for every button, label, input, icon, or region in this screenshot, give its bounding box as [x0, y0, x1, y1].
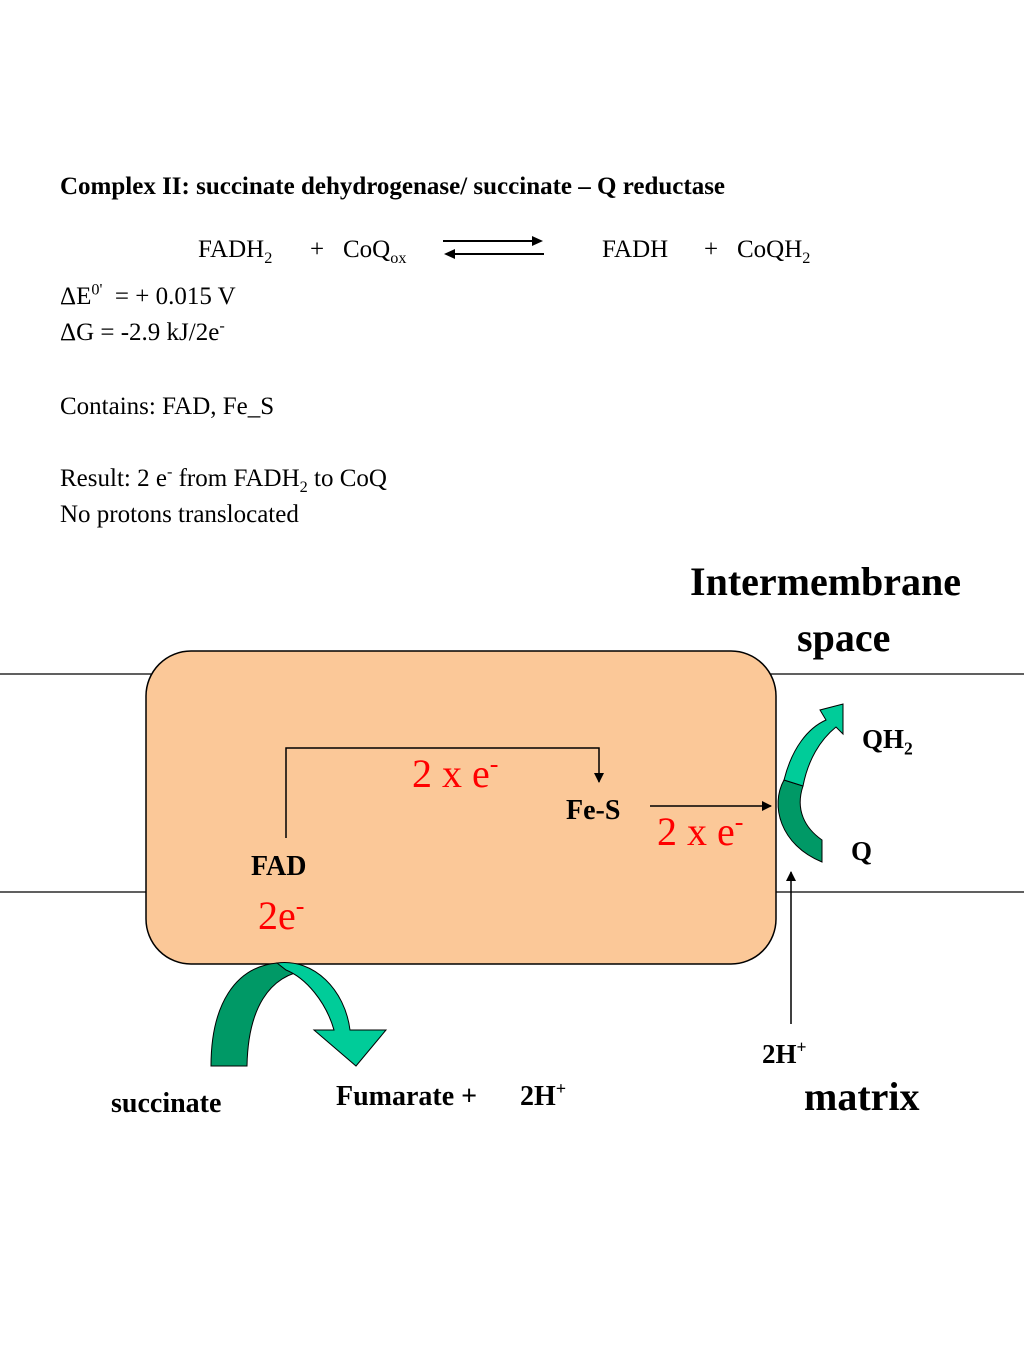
equilibrium-arrows: [443, 236, 544, 259]
page-title: Complex II: succinate dehydrogenase/ suc…: [60, 173, 726, 200]
intermembrane-label: Intermembrane: [690, 559, 962, 604]
electrons-right-label: 2 x e-: [657, 807, 744, 854]
reaction-plus-left: +: [310, 236, 325, 263]
space-label: space: [797, 615, 891, 660]
reaction-plus-right: +: [704, 236, 719, 263]
fes-label: Fe-S: [566, 795, 621, 826]
result-line: Result: 2 e- from FADH2 to CoQ: [60, 462, 387, 496]
matrix-label: matrix: [804, 1074, 920, 1119]
two-e-label: 2e-: [258, 891, 305, 938]
reaction-left-fadh2: FADH2: [198, 236, 273, 267]
fad-to-fes-arrow: [285, 747, 604, 838]
no-protons-line: No protons translocated: [60, 501, 299, 528]
fumarate-protons-label: 2H+: [520, 1078, 567, 1112]
fumarate-label: Fumarate +: [336, 1081, 478, 1112]
succinate-to-fumarate-arrow: [210, 962, 388, 1067]
contains-line: Contains: FAD, Fe_S: [60, 393, 275, 420]
reaction-coqh2: CoQH2: [737, 236, 811, 267]
q-reduction-curved-arrow: [777, 703, 844, 863]
delta-g-line: ΔG = -2.9 kJ/2e-: [60, 316, 225, 346]
protons-label: 2H+: [762, 1037, 807, 1069]
reaction-coq-ox: CoQox: [343, 236, 407, 267]
complex-ii-box: [145, 650, 777, 965]
qh2-label: QH2: [862, 724, 913, 759]
delta-e-line: ΔE0' = + 0.015 V: [60, 280, 236, 310]
fad-label: FAD: [251, 851, 307, 882]
electrons-top-label: 2 x e-: [412, 749, 499, 796]
succinate-label: succinate: [111, 1088, 222, 1119]
q-label: Q: [851, 836, 873, 866]
reaction-right-fadh: FADH: [602, 236, 669, 263]
